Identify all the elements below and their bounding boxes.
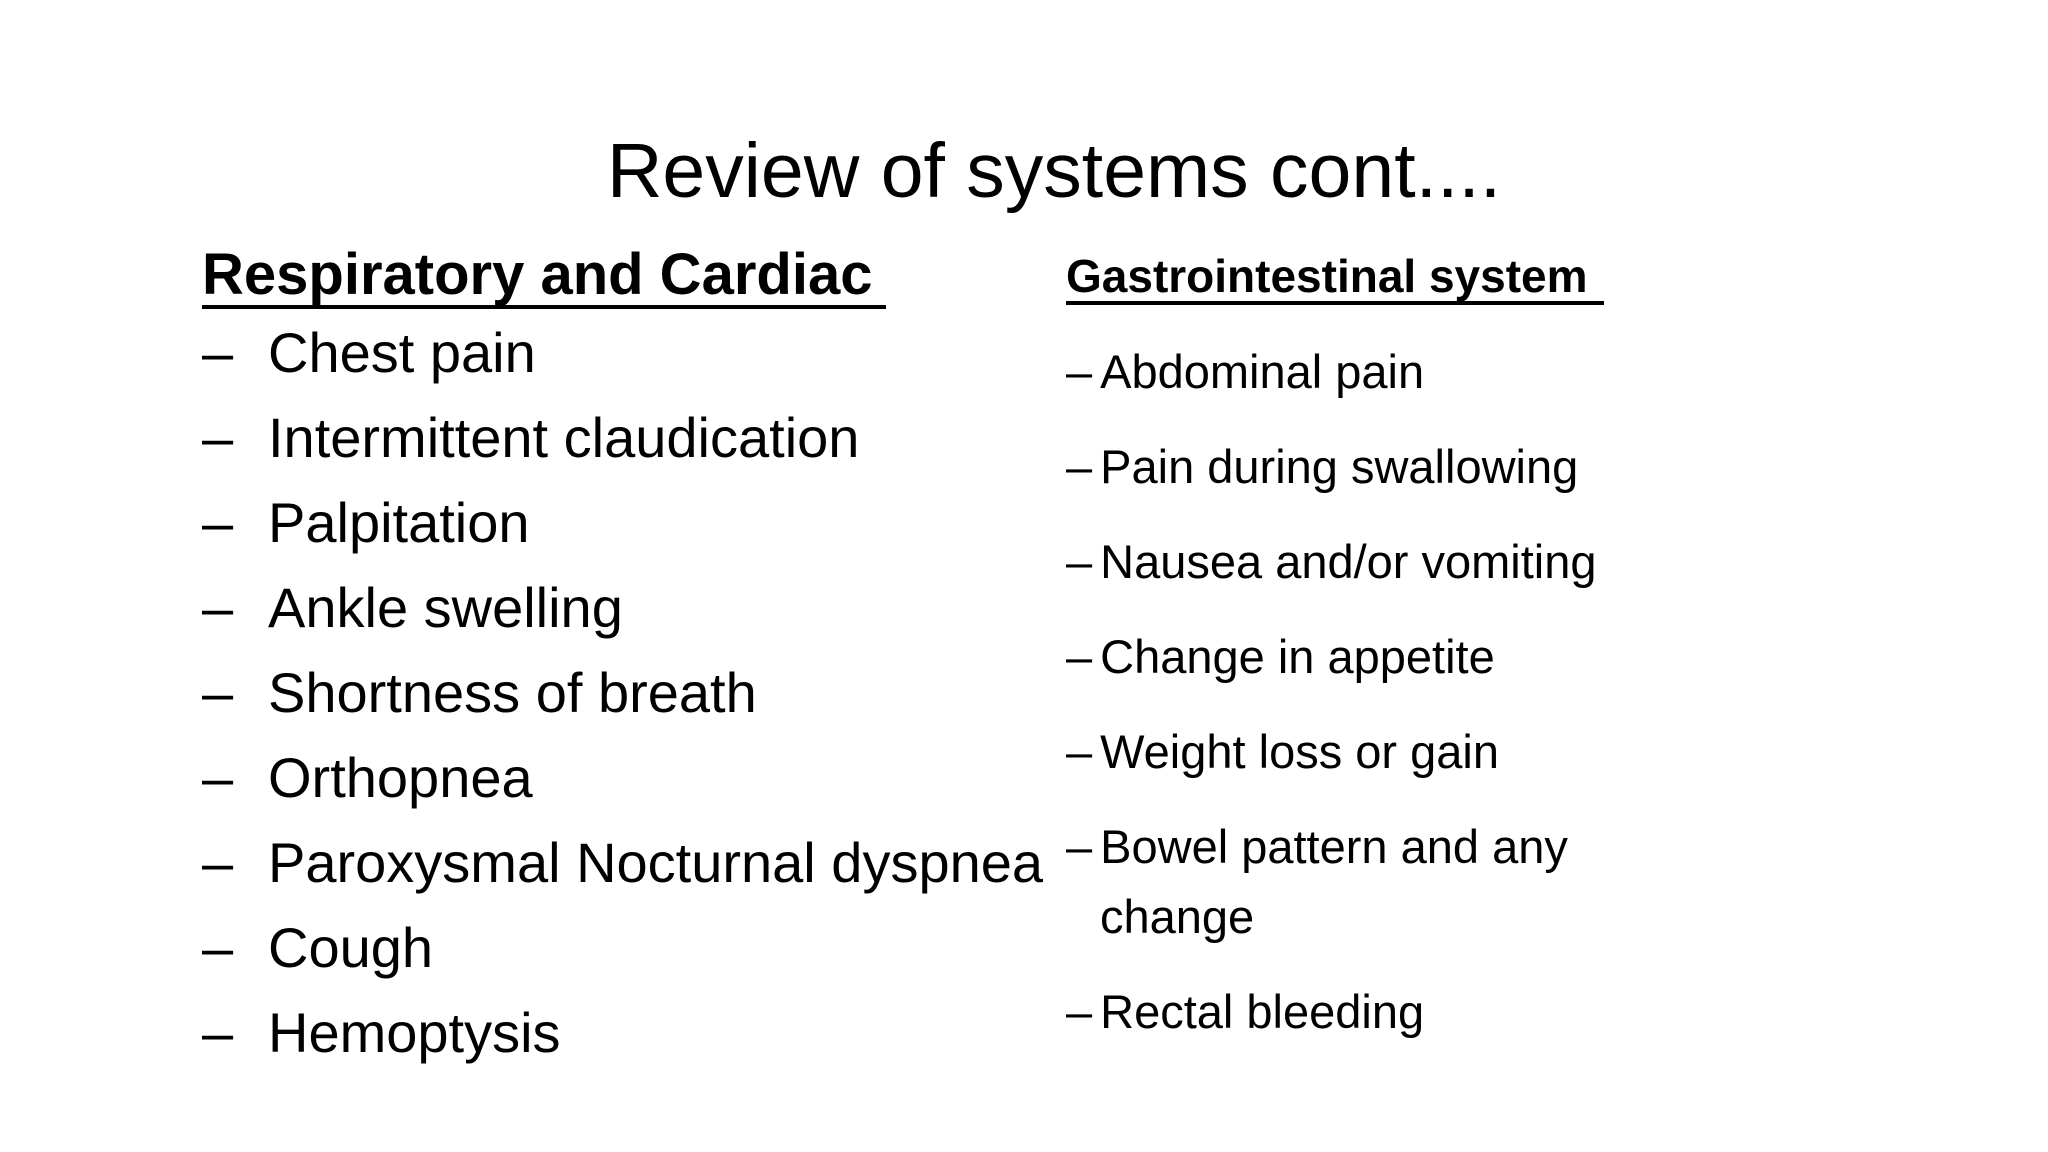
left-column-respiratory-cardiac: Respiratory and Cardiac –Chest pain –Int… (202, 0, 1082, 1152)
dash-bullet: – (1066, 345, 1093, 398)
list-item: –Bowel pattern and any change (1066, 812, 1646, 952)
list-item-text: Nausea and/or vomiting (1100, 535, 1597, 588)
list-item-text: Paroxysmal Nocturnal dyspnea (268, 831, 1044, 894)
right-column-gastrointestinal: Gastrointestinal system –Abdominal pain … (1066, 0, 1726, 1152)
dash-bullet: – (202, 661, 234, 724)
list-item-text: Pain during swallowing (1100, 440, 1579, 493)
list-item: –Palpitation (202, 480, 1043, 565)
list-item: –Weight loss or gain (1066, 717, 1646, 787)
list-item-text: Abdominal pain (1100, 345, 1425, 398)
list-item-text: Rectal bleeding (1100, 985, 1425, 1038)
dash-bullet: – (202, 831, 234, 894)
dash-bullet: – (1066, 535, 1093, 588)
list-item-text: Bowel pattern and any change (1100, 820, 1568, 943)
dash-bullet: – (202, 916, 234, 979)
dash-bullet: – (202, 576, 234, 639)
list-item: –Pain during swallowing (1066, 432, 1646, 502)
dash-bullet: – (1066, 985, 1093, 1038)
dash-bullet: – (202, 491, 234, 554)
list-item-text: Orthopnea (268, 746, 533, 809)
list-item-text: Palpitation (268, 491, 530, 554)
slide-title: Review of systems cont.... (606, 128, 1502, 214)
list-item: –Orthopnea (202, 735, 1043, 820)
dash-bullet: – (202, 1001, 234, 1064)
list-item: –Rectal bleeding (1066, 977, 1646, 1047)
dash-bullet: – (202, 406, 234, 469)
list-item: –Abdominal pain (1066, 337, 1646, 407)
dash-bullet: – (202, 746, 234, 809)
list-item: –Change in appetite (1066, 622, 1646, 692)
left-column-header: Respiratory and Cardiac (202, 246, 887, 309)
list-item: –Hemoptysis (202, 990, 1043, 1075)
list-item-text: Change in appetite (1100, 630, 1495, 683)
list-item-text: Chest pain (268, 321, 536, 384)
list-item-text: Weight loss or gain (1100, 725, 1499, 778)
list-item: –Chest pain (202, 310, 1043, 395)
dash-bullet: – (1066, 630, 1093, 683)
right-bullet-list: –Abdominal pain –Pain during swallowing … (1066, 337, 1646, 1072)
dash-bullet: – (1066, 820, 1093, 873)
left-bullet-list: –Chest pain –Intermittent claudication –… (202, 310, 1043, 1075)
list-item-text: Cough (268, 916, 434, 979)
list-item: –Ankle swelling (202, 565, 1043, 650)
list-item: –Paroxysmal Nocturnal dyspnea (202, 820, 1043, 905)
list-item-text: Intermittent claudication (268, 406, 860, 469)
list-item: –Nausea and/or vomiting (1066, 527, 1646, 597)
list-item: –Intermittent claudication (202, 395, 1043, 480)
list-item-text: Hemoptysis (268, 1001, 561, 1064)
dash-bullet: – (1066, 725, 1093, 778)
list-item: –Shortness of breath (202, 650, 1043, 735)
dash-bullet: – (202, 321, 234, 384)
list-item-text: Shortness of breath (268, 661, 757, 724)
list-item: –Cough (202, 905, 1043, 990)
list-item-text: Ankle swelling (268, 576, 623, 639)
dash-bullet: – (1066, 440, 1093, 493)
right-column-header: Gastrointestinal system (1066, 253, 1604, 305)
